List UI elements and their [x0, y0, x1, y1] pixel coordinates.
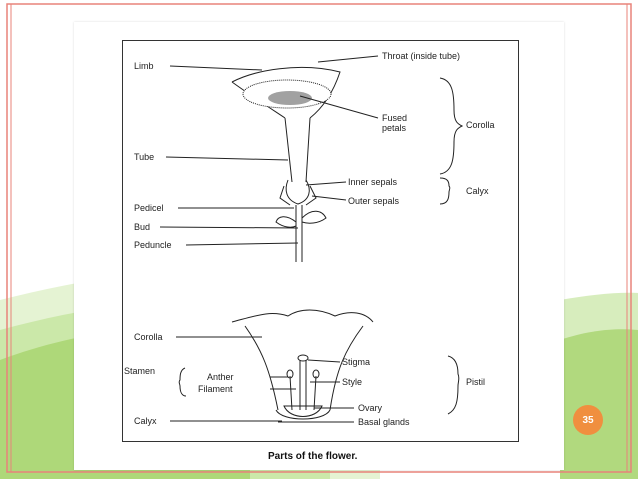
label-style: Style	[342, 377, 363, 387]
label-pedicel: Pedicel	[134, 203, 164, 213]
label-corolla-bottom: Corolla	[134, 332, 163, 342]
label-limb: Limb	[134, 61, 154, 71]
label-stamen: Stamen	[124, 366, 156, 376]
label-ovary: Ovary	[358, 403, 383, 413]
label-calyx-top: Calyx	[466, 186, 489, 196]
label-stigma: Stigma	[342, 357, 371, 367]
label-pistil: Pistil	[466, 377, 486, 387]
label-calyx-bottom: Calyx	[134, 416, 157, 426]
label-fused-petals: Fused	[382, 113, 408, 123]
label-fused-petals-2: petals	[382, 123, 407, 133]
label-tube: Tube	[134, 152, 155, 162]
label-anther: Anther	[207, 372, 234, 382]
label-inner-sepals: Inner sepals	[348, 177, 398, 187]
slide-number-badge: 35	[573, 405, 603, 435]
label-peduncle: Peduncle	[134, 240, 172, 250]
diagram-caption: Parts of the flower.	[268, 451, 358, 462]
label-bud: Bud	[134, 222, 151, 232]
label-throat: Throat (inside tube)	[382, 51, 461, 61]
label-basal-glands: Basal glands	[358, 417, 410, 427]
label-filament: Filament	[198, 384, 233, 394]
label-outer-sepals: Outer sepals	[348, 196, 400, 206]
diagram-frame	[122, 40, 519, 442]
label-corolla-top: Corolla	[466, 120, 495, 130]
